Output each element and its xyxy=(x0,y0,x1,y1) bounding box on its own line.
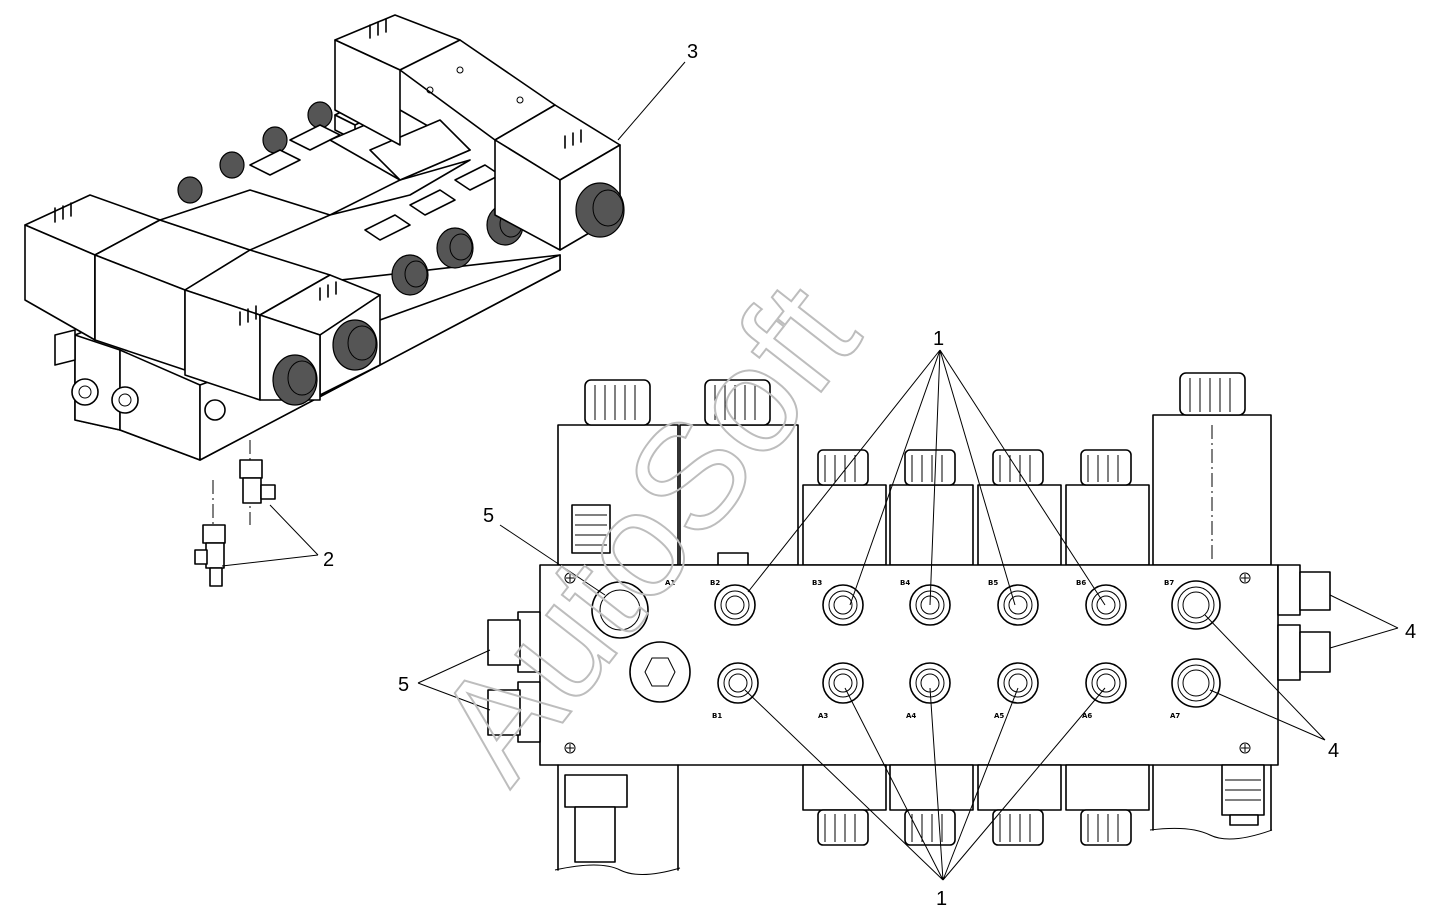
callout-numbers: 3 2 1 1 5 5 4 4 xyxy=(323,41,1416,910)
left-side-fittings xyxy=(487,611,541,743)
port-top-4 xyxy=(997,584,1039,626)
tee-fittings xyxy=(194,459,276,587)
port-label-b3: B3 xyxy=(812,579,822,587)
port-bottom-2 xyxy=(822,662,864,704)
isometric-valve-assembly xyxy=(24,14,625,587)
port-label-a5: A5 xyxy=(994,712,1004,720)
port-bottom-3 xyxy=(909,662,951,704)
front-coils-bottom xyxy=(554,764,1273,875)
port-top-2 xyxy=(822,584,864,626)
port-label-b6: B6 xyxy=(1076,579,1086,587)
port-bottom-4 xyxy=(997,662,1039,704)
front-coils-top xyxy=(557,372,1272,566)
port-top-b7 xyxy=(1171,580,1221,630)
port-label-b1: B1 xyxy=(712,712,722,720)
port-top-1 xyxy=(714,584,756,626)
callout-5-top: 5 xyxy=(483,505,494,527)
ports xyxy=(714,580,1221,708)
port-bottom-5 xyxy=(1085,662,1127,704)
callout-4-top: 4 xyxy=(1405,621,1416,643)
callout-1-bottom: 1 xyxy=(936,888,947,910)
port-label-b2: B2 xyxy=(710,579,720,587)
callout-1-top: 1 xyxy=(933,328,944,350)
callout-3: 3 xyxy=(687,41,698,63)
callout-2: 2 xyxy=(323,549,334,571)
port-label-b7: B7 xyxy=(1164,579,1174,587)
port-label-a7: A7 xyxy=(1170,712,1180,720)
port-label-a3: A3 xyxy=(818,712,828,720)
base-fittings xyxy=(71,378,226,421)
port-label-b4: B4 xyxy=(900,579,910,587)
port-labels: A1 B2 B3 B4 B5 B6 B7 B1 A3 A4 A5 A6 A7 xyxy=(665,579,1180,720)
port-bottom-a7 xyxy=(1171,658,1221,708)
front-view-manifold: A1 B2 B3 B4 B5 B6 B7 B1 A3 A4 A5 A6 A7 xyxy=(487,372,1331,875)
port-label-b5: B5 xyxy=(988,579,998,587)
port-label-a4: A4 xyxy=(906,712,916,720)
callout-leaders xyxy=(221,61,1399,881)
port-label-a6: A6 xyxy=(1082,712,1092,720)
callout-5-left: 5 xyxy=(398,674,409,696)
port-top-5 xyxy=(1085,584,1127,626)
right-side-fittings xyxy=(1277,564,1331,681)
callout-4-bottom: 4 xyxy=(1328,740,1339,762)
port-label-a1: A1 xyxy=(665,579,675,587)
